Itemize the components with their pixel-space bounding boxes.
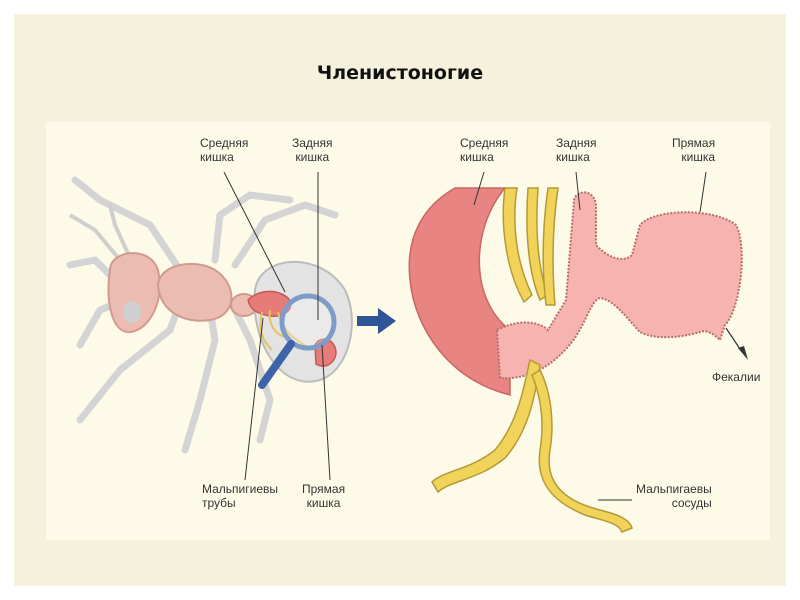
ant-thorax: [156, 262, 233, 322]
gut-diagram: [408, 171, 748, 533]
label-right-midgut: Средняя кишка: [460, 136, 509, 164]
ant-midgut: [247, 290, 292, 317]
ant-antennae: [68, 204, 132, 262]
left-leader-lines: [223, 171, 331, 481]
hindgut-junction: [495, 191, 743, 380]
malpighian-vessels: [431, 187, 633, 533]
right-leader-lines: [473, 171, 707, 501]
label-left-malpighian: Мальпигиевы трубы: [202, 482, 279, 510]
label-right-rectum: Прямая кишка: [672, 136, 716, 164]
label-left-midgut: Средняя кишка: [200, 136, 249, 164]
label-left-hindgut: Задняя кишка: [292, 136, 333, 164]
feces-arrow-head: [738, 346, 748, 360]
page-title: Членистоногие: [316, 62, 484, 84]
arrow-right: [357, 308, 396, 334]
ant-head: [107, 252, 161, 334]
label-right-feces: Фекалии: [712, 370, 761, 384]
ant-eye: [123, 301, 141, 323]
ant-illustration: [66, 171, 353, 481]
magnifier-lens: [279, 293, 337, 351]
midgut-tube: [408, 187, 511, 396]
label-right-malpighian: Мальпигаевы сосуды: [636, 482, 712, 510]
label-right-hindgut: Задняя кишка: [556, 136, 597, 164]
label-left-rectum: Прямая кишка: [302, 482, 346, 510]
magnifier-handle: [258, 340, 295, 389]
